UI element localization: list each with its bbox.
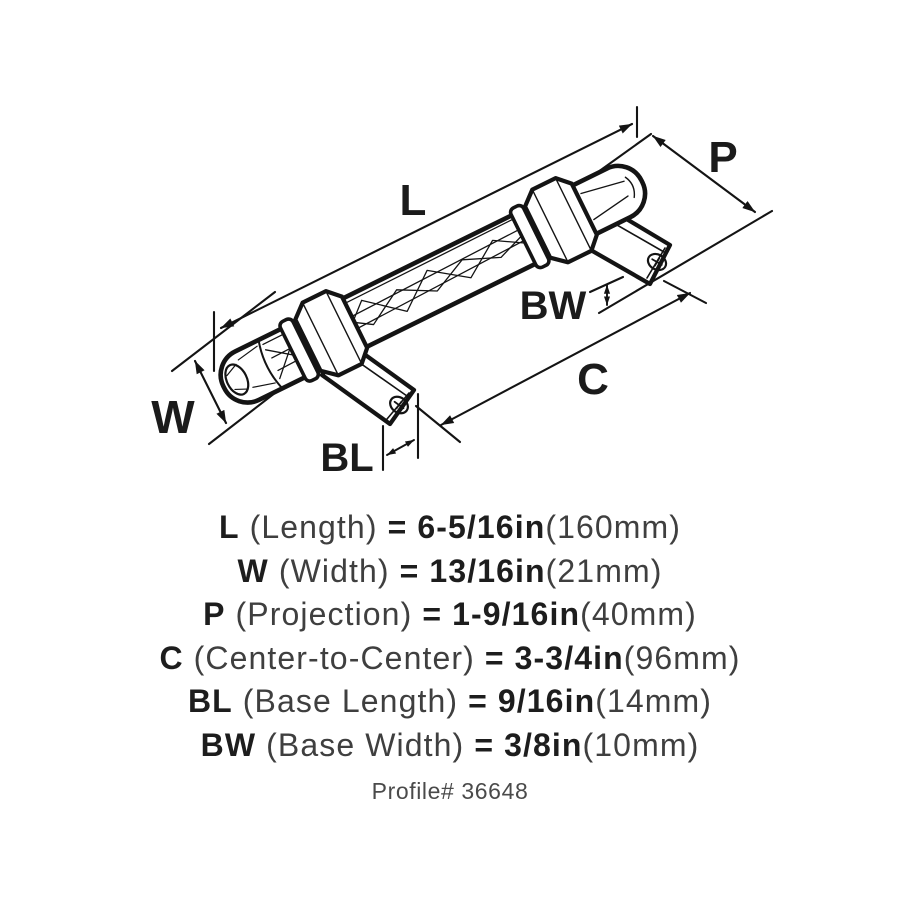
spec-metric: (40mm) <box>580 596 697 632</box>
collars-group <box>278 176 599 383</box>
dim-label-base-length: BL <box>320 436 373 480</box>
c-dimension-line <box>439 291 692 427</box>
w-guide-upper <box>170 290 277 373</box>
dim-label-center-to-center: C <box>577 355 609 404</box>
spec-metric: (14mm) <box>595 683 713 719</box>
spec-name: (Base Width) <box>266 726 465 763</box>
spec-value: = 9/16in <box>468 683 596 719</box>
c-extension-right <box>662 279 708 305</box>
spec-line-width: W (Width) = 13/16in(21mm) <box>0 550 900 594</box>
spec-name: (Center-to-Center) <box>193 639 475 676</box>
p-dimension-line <box>651 134 757 214</box>
left-collar <box>293 289 370 378</box>
spec-symbol: BW <box>200 726 257 763</box>
spec-value: = 3/8in <box>474 726 583 763</box>
spec-value: = 1-9/16in <box>422 596 581 632</box>
left-cap-boundary <box>257 338 284 390</box>
dimension-lines <box>170 105 774 472</box>
spec-metric: (10mm) <box>582 726 700 763</box>
left-collar-edges <box>301 290 363 377</box>
right-cap-facets <box>580 176 636 221</box>
right-collar <box>522 176 599 265</box>
spec-line-center-to-center: C (Center-to-Center) = 3-3/4in(96mm) <box>0 637 900 681</box>
spec-name: (Length) <box>249 509 378 545</box>
spec-metric: (96mm) <box>623 639 741 676</box>
dim-label-length: L <box>400 176 427 225</box>
profile-number: Profile# 36648 <box>371 778 529 804</box>
spec-name: (Width) <box>278 552 390 589</box>
bl-dimension-line <box>386 439 415 456</box>
dim-label-projection: P <box>708 133 737 182</box>
spec-symbol: W <box>237 552 269 589</box>
spec-line-base-width: BW (Base Width) = 3/8in(10mm) <box>0 724 900 768</box>
left-cap-facets <box>226 345 276 391</box>
w-dimension-line <box>193 359 228 425</box>
c-extension-left <box>414 404 462 444</box>
l-dimension-line <box>219 122 634 330</box>
dimension-spec-list: L (Length) = 6-5/16in(160mm) W (Width) =… <box>0 506 900 767</box>
right-collar-edges <box>531 177 593 263</box>
left-ring <box>278 317 321 383</box>
spec-line-base-length: BL (Base Length) = 9/16in(14mm) <box>0 680 900 724</box>
spec-name: (Base Length) <box>242 683 459 719</box>
right-screw-icon <box>646 252 668 272</box>
left-screw-icon <box>389 395 409 415</box>
spec-metric: (160mm) <box>545 509 682 545</box>
spec-line-projection: P (Projection) = 1-9/16in(40mm) <box>0 593 900 637</box>
dimension-labels: L P W C BW BL <box>151 133 737 480</box>
spec-value: = 3-3/4in <box>484 639 624 676</box>
p-guide-line <box>596 132 653 174</box>
spec-line-length: L (Length) = 6-5/16in(160mm) <box>0 506 900 550</box>
spec-symbol: L <box>218 509 240 545</box>
spec-symbol: P <box>203 596 226 632</box>
spec-value: = 13/16in <box>399 552 546 589</box>
dim-label-base-width: BW <box>520 284 587 328</box>
spec-value: = 6-5/16in <box>387 509 546 545</box>
spec-name: (Projection) <box>235 596 413 632</box>
dim-label-width: W <box>151 391 195 443</box>
spec-symbol: BL <box>187 683 233 719</box>
spec-symbol: C <box>159 639 184 676</box>
left-cap-face <box>224 363 250 396</box>
spec-metric: (21mm) <box>545 552 663 589</box>
